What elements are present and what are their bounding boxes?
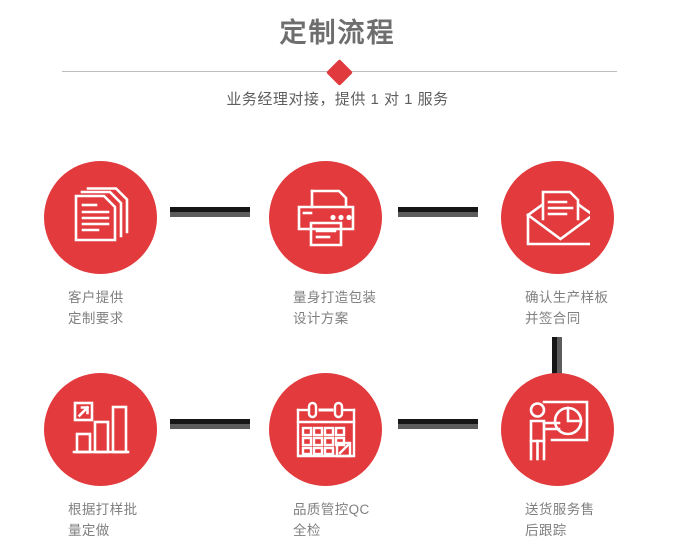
connector-step5-step6 [398,419,478,429]
step-label: 送货服务售 后跟踪 [525,502,595,538]
connector-bar-gray [170,424,250,429]
step-label: 根据打样批 量定做 [68,502,138,538]
step-label: 确认生产样板 并签合同 [525,290,609,326]
page-title: 定制流程 [279,18,396,48]
connector-bar-dark [170,207,250,212]
header-subtitle: 业务经理对接，提供 1 对 1 服务 [226,91,449,108]
step-icon-circle [44,161,157,274]
connector-bar-gray [557,337,562,379]
title-divider [62,58,617,86]
connector-bar-gray [170,212,250,217]
header-section: 定制流程 业务经理对接，提供 1 对 1 服务 [0,0,675,125]
connector-step4-step5 [170,419,250,429]
step-icon-circle [269,373,382,486]
connector-bar-gray [398,424,478,429]
step-icon-circle [269,161,382,274]
connector-bar-dark [552,337,557,379]
connector-step1-step2 [170,207,250,217]
connector-step2-step3 [398,207,478,217]
connector-bar-dark [398,419,478,424]
step-icon-circle [44,373,157,486]
connector-bar-dark [398,207,478,212]
step-label: 量身打造包装 设计方案 [293,290,377,326]
connector-bar-dark [170,419,250,424]
connector-bar-gray [398,212,478,217]
step-label: 客户提供 定制要求 [68,290,124,326]
step-icon-circle [501,373,614,486]
step-icon-circle [501,161,614,274]
step-label: 品质管控QC 全检 [293,502,370,538]
connector-step3-step6 [552,337,562,379]
